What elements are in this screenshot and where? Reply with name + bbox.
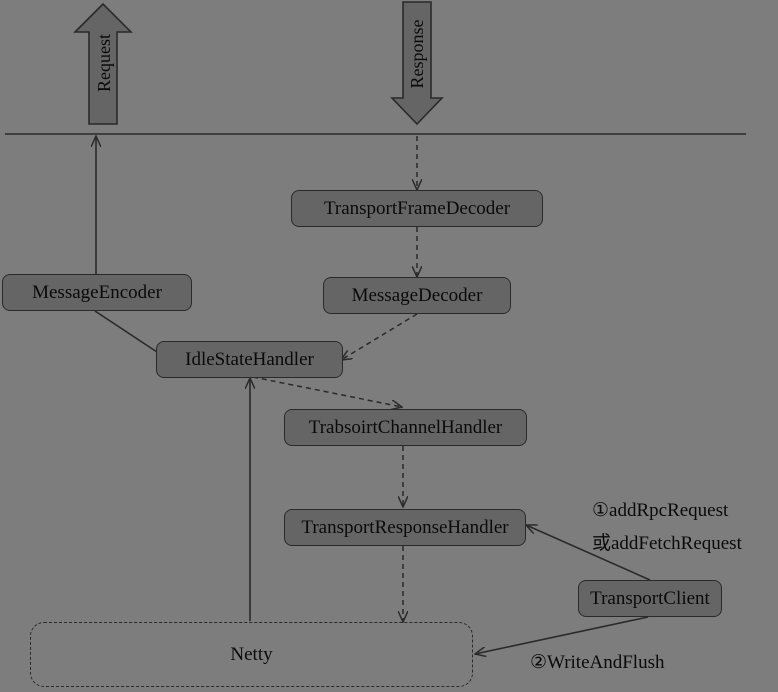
response-block-arrow	[390, 1, 444, 126]
message-encoder-node: MessageEncoder	[2, 274, 192, 311]
step1-label-line2: 或addFetchRequest	[592, 533, 742, 554]
idle-state-handler-node: IdleStateHandler	[156, 341, 343, 378]
edge-idlestate-to-channelhandler	[252, 376, 402, 407]
message-decoder-node: MessageDecoder	[323, 277, 511, 314]
request-label: Request	[94, 34, 114, 92]
edge-messagedecoder-to-idlestate	[341, 313, 418, 360]
transport-client-node: TransportClient	[578, 580, 722, 617]
response-label: Response	[407, 19, 427, 89]
transport-channel-handler-node: TrabsoirtChannelHandler	[284, 409, 527, 446]
step1-label-line1: ①addRpcRequest	[592, 500, 729, 521]
edge-idlestate-to-messageencoder	[94, 310, 158, 353]
transport-frame-decoder-node: TransportFrameDecoder	[291, 190, 543, 227]
edge-client-to-responsehandler	[526, 525, 651, 581]
transport-response-handler-node: TransportResponseHandler	[284, 509, 526, 546]
request-block-arrow	[73, 2, 133, 125]
edge-client-to-netty	[475, 616, 649, 654]
step2-label: ②WriteAndFlush	[530, 652, 665, 673]
netty-node: Netty	[30, 622, 473, 687]
